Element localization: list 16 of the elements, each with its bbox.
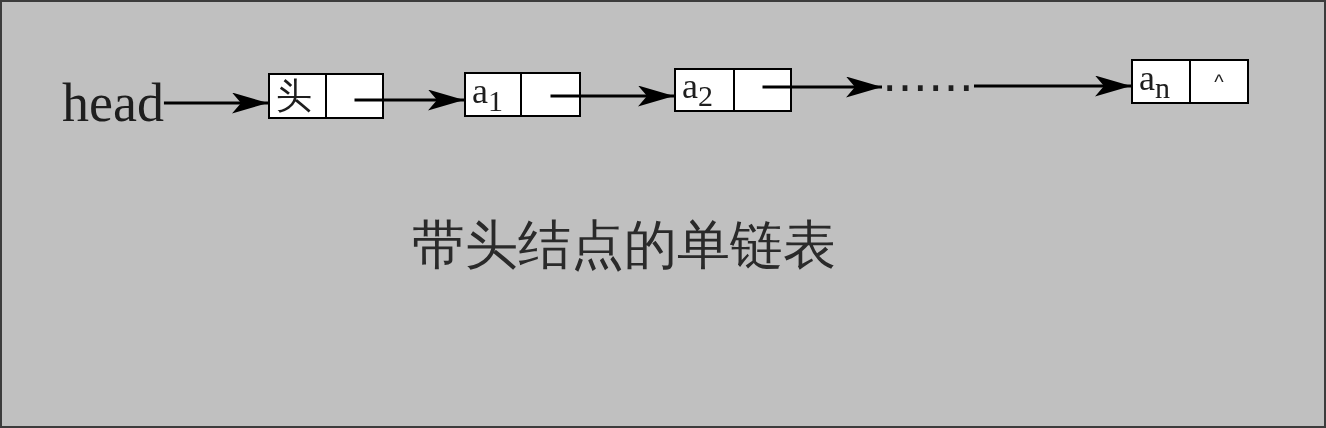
caption: 带头结点的单链表 xyxy=(412,216,836,275)
node-label: a$_{n}$ xyxy=(1139,59,1170,104)
list-node-box xyxy=(674,68,792,112)
arrow xyxy=(550,85,674,107)
arrow xyxy=(974,75,1131,97)
list-node-box xyxy=(1131,59,1249,104)
variable-label: head xyxy=(62,76,164,130)
arrow xyxy=(163,92,268,114)
node-label: a$_{1}$ xyxy=(472,72,503,117)
arrow xyxy=(762,76,882,98)
ellipsis: …… xyxy=(882,52,974,98)
node-label: a$_{2}$ xyxy=(682,68,713,112)
list-node-box xyxy=(464,72,581,117)
arrow xyxy=(354,89,464,111)
node-label: 头 xyxy=(276,78,312,114)
list-node-box xyxy=(268,73,384,119)
